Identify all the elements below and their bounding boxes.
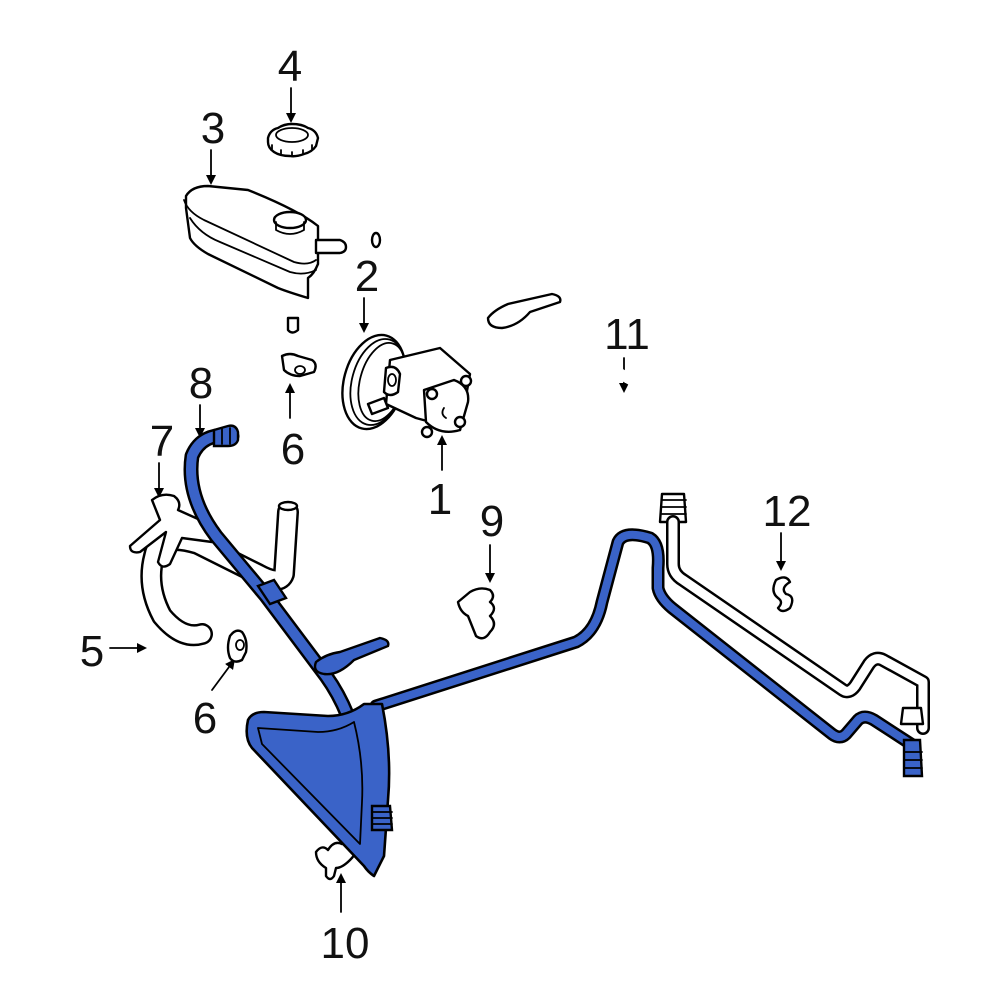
reservoir-cap (266, 122, 320, 158)
callout-reservoir: 3 (200, 104, 226, 153)
reservoir (183, 184, 348, 334)
callout-cooler-clip: 10 (320, 919, 370, 968)
clamp-lower (226, 629, 248, 663)
power-steering-pump (341, 333, 473, 439)
callout-reservoir-cap: 4 (277, 42, 303, 91)
callout-pressure-hose: 11 (604, 310, 650, 359)
clip (456, 587, 496, 640)
clip-right (772, 576, 794, 613)
callout-power-steering-pump: 1 (427, 475, 453, 524)
callout-pulley: 2 (354, 252, 380, 301)
callout-arrows (109, 87, 786, 913)
return-line-highlighted (183, 424, 924, 878)
callout-clamp-upper: 6 (280, 425, 306, 474)
callout-return-line: 8 (188, 359, 214, 408)
callout-reservoir-hose: 5 (79, 627, 105, 676)
callout-clip-right: 12 (762, 487, 812, 536)
callout-bracket: 7 (149, 417, 175, 466)
clamp-upper (280, 352, 317, 378)
cooler-plate (245, 702, 391, 878)
callout-clip: 9 (479, 497, 505, 546)
pressure-line-lower (666, 515, 930, 735)
callout-clamp-lower: 6 (192, 694, 218, 743)
pressure-hose (368, 223, 688, 524)
